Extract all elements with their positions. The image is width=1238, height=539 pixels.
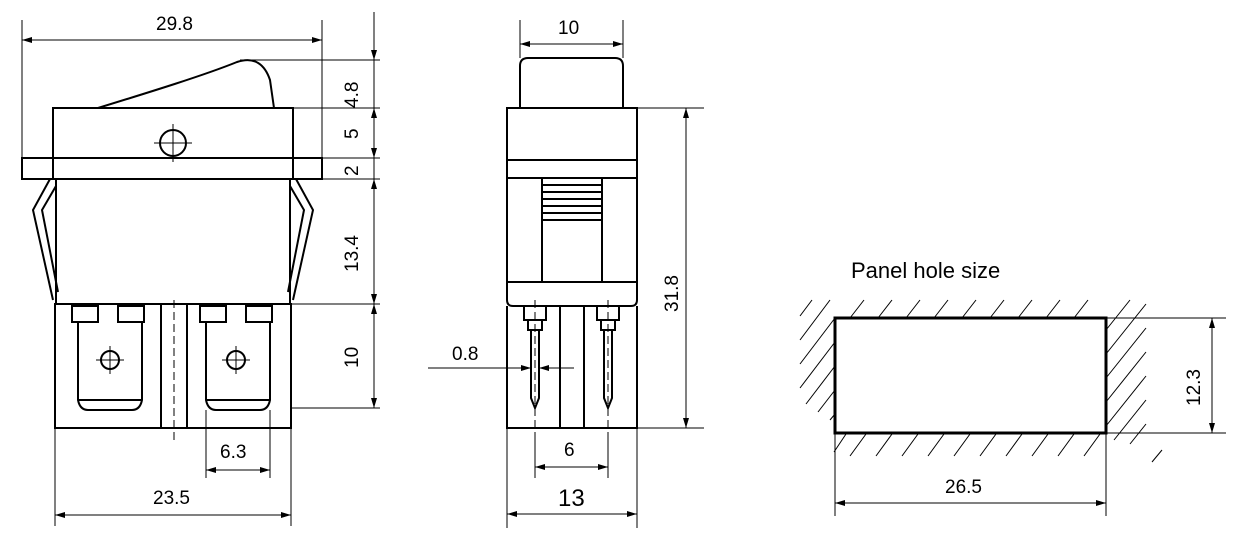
dim-26-5: 26.5 [945, 477, 982, 498]
front-pin-left [523, 300, 547, 440]
front-body-top [506, 107, 638, 161]
dim-10-side: 10 [342, 347, 363, 368]
rocker-cap [97, 59, 275, 109]
dim-2: 2 [342, 165, 363, 176]
dim-23-5: 23.5 [153, 488, 190, 509]
panel-hole [833, 316, 1108, 435]
dim-13: 13 [558, 485, 585, 512]
dim-31-8: 31.8 [662, 275, 683, 312]
right-snap-clip [292, 178, 315, 301]
side-body-main [55, 179, 291, 305]
front-body-mid [506, 177, 638, 283]
dim-4-8: 4.8 [342, 82, 363, 108]
terminal-right [205, 322, 271, 411]
dim-5: 5 [342, 128, 363, 139]
left-snap-clip [31, 178, 54, 301]
dim-0-8: 0.8 [452, 344, 478, 365]
front-bottom-housing [506, 306, 638, 429]
panel-hatching [799, 299, 1163, 463]
dim-6: 6 [564, 440, 575, 461]
side-flange [21, 157, 323, 180]
panel-hole-view: Panel hole size [799, 258, 1226, 516]
panel-hole-title: Panel hole size [851, 258, 1000, 283]
terminal-left [77, 322, 143, 411]
side-view: 29.8 4.8 5 2 13.4 10 6.3 23.5 [21, 12, 380, 526]
front-view: 10 31.8 0.8 6 13 [428, 18, 704, 528]
front-ribs [542, 184, 602, 221]
dim-6-3: 6.3 [220, 442, 246, 463]
dim-10-front: 10 [558, 18, 579, 39]
front-pin-right [596, 300, 620, 440]
dim-29-8: 29.8 [156, 14, 193, 35]
dim-12-3: 12.3 [1184, 369, 1205, 406]
terminal-housing [54, 303, 292, 429]
dim-13-4: 13.4 [342, 235, 363, 272]
front-rocker [519, 57, 624, 108]
